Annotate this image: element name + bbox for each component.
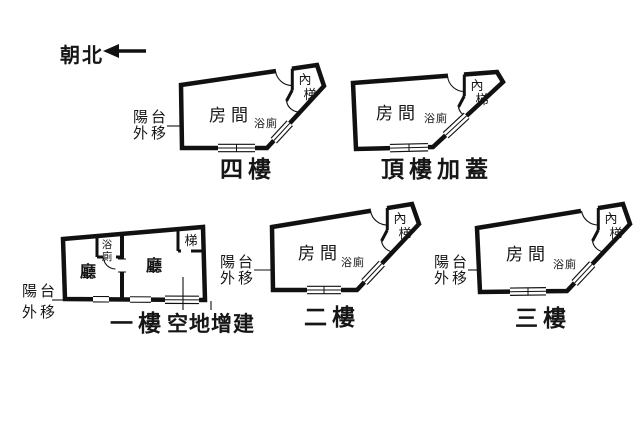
rooftop-bath-wall <box>457 95 466 108</box>
floor3-stairs-label-char2: 梯 <box>609 226 622 241</box>
floor2-stairs-label-char2: 梯 <box>398 226 411 241</box>
floor-plan-2f: 房間 浴廁 內 梯 陽台 外移 二樓 <box>220 201 422 330</box>
floor2-room-label: 房間 <box>298 244 342 263</box>
floor3-bath-label: 浴廁 <box>553 257 577 271</box>
floor2-bath-door-arc <box>380 240 395 253</box>
floor1-bath-door-arc <box>102 257 116 270</box>
north-arrow-head-icon <box>103 44 119 58</box>
floor2-stair-door-arc <box>369 210 388 226</box>
floor-plan-3f: 房間 浴廁 內 梯 陽台 外移 三樓 <box>434 201 633 331</box>
floor4-bath-label: 浴廁 <box>254 116 278 130</box>
floor3-balcony-label-line1: 陽台 <box>434 254 470 271</box>
floor4-bath-wall <box>285 89 294 102</box>
floor3-balcony-label-line2: 外移 <box>434 270 470 287</box>
floor4-room-label: 房間 <box>209 106 253 125</box>
floor2-balcony-label-line2: 外移 <box>220 270 256 287</box>
floor1-balcony-label-line2: 外移 <box>22 304 58 321</box>
floor3-bath-wall <box>591 229 600 242</box>
floor3-stair-door-opening <box>580 204 599 215</box>
floor3-stair-door-arc <box>580 210 599 226</box>
floor4-bath-door-arc <box>285 100 301 113</box>
compass: 朝北 <box>60 44 146 67</box>
floor2-stairs-label-char1: 內 <box>393 211 406 226</box>
floor4-balcony-label-line2: 外移 <box>133 125 169 142</box>
floor2-outline-walls <box>269 201 422 293</box>
floor1-bath-label-char1: 浴 <box>102 239 113 251</box>
floor1-bath-label-char2: 廁 <box>102 250 113 263</box>
floor3-bath-door-arc <box>591 240 606 253</box>
compass-label: 朝北 <box>60 44 104 67</box>
floor2-bath-wall <box>380 229 389 242</box>
floor-plan-1f: 廳 廳 浴 廁 梯 陽台 外移 一樓 空地增建 <box>22 224 255 336</box>
rooftop-bath-label: 浴廁 <box>424 111 448 125</box>
floor-plan-rooftop: 房間 浴廁 內 梯 頂樓加蓋 <box>350 69 506 182</box>
floor1-stairs-label: 梯 <box>184 233 197 248</box>
floor2-stair-door-opening <box>370 204 388 214</box>
floor4-balcony-label-line1: 陽台 <box>133 109 169 126</box>
rooftop-stairs-label-char1: 內 <box>470 78 483 93</box>
rooftop-stair-door-opening <box>447 71 465 79</box>
floor2-bath-label: 浴廁 <box>341 255 365 269</box>
floor1-balcony-label-line1: 陽台 <box>22 283 58 300</box>
floor1-annex-title: 空地增建 <box>167 312 255 336</box>
floor4-outline-walls <box>178 62 327 151</box>
floor4-stair-door-opening <box>275 65 293 75</box>
rooftop-title: 頂樓加蓋 <box>381 157 493 182</box>
rooftop-stairs-label-char2: 梯 <box>475 92 488 107</box>
floor1-title: 一樓 <box>110 311 166 336</box>
rooftop-stair-door-arc <box>446 75 465 93</box>
floor3-title: 三樓 <box>515 306 571 331</box>
floor4-title: 四樓 <box>220 157 276 182</box>
rooftop-room-label: 房間 <box>376 104 420 123</box>
floor4-stairs-label-char2: 梯 <box>303 87 316 102</box>
floor2-title: 二樓 <box>304 305 360 330</box>
floor1-hall-right-label: 廳 <box>146 256 162 275</box>
floor3-room-label: 房間 <box>506 245 550 264</box>
floor3-stairs-label-char1: 內 <box>604 211 617 226</box>
floor4-stair-door-arc <box>274 71 293 87</box>
floor2-balcony-label-line1: 陽台 <box>220 254 256 271</box>
floor1-hall-left-label: 廳 <box>80 262 96 281</box>
floor-plan-4f: 房間 浴廁 內 梯 陽台 外移 四樓 <box>133 62 327 182</box>
floor4-stairs-label-char1: 內 <box>298 72 311 87</box>
